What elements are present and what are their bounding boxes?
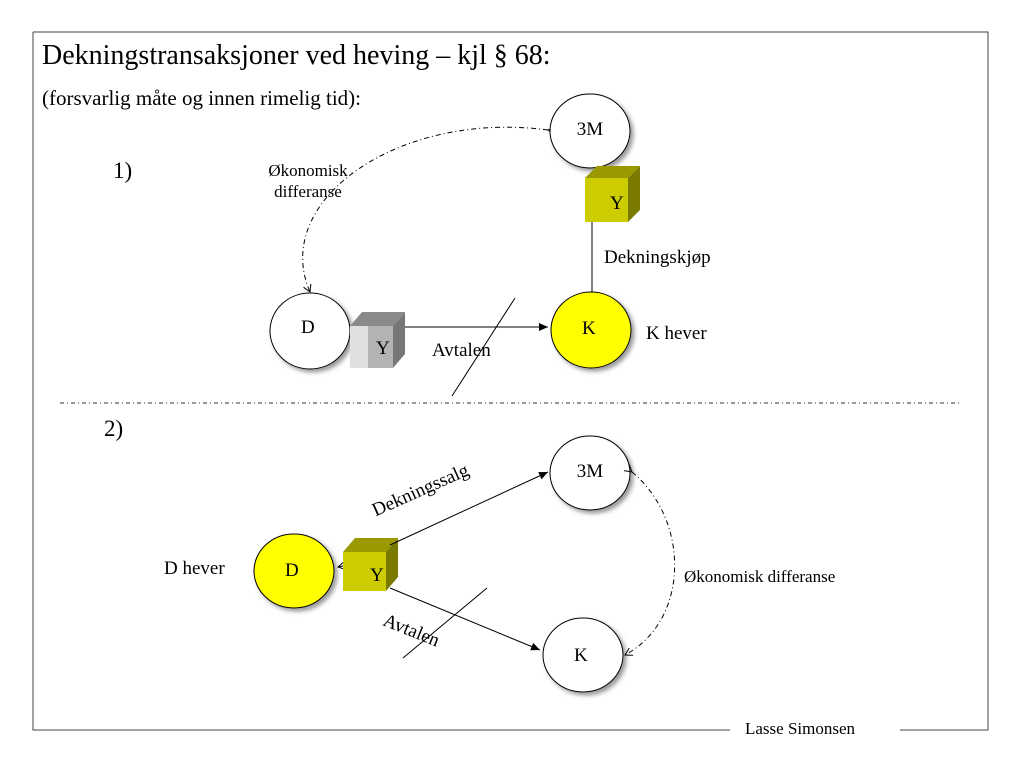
slide-border (32, 31, 989, 731)
s2-status-label: D hever (164, 558, 225, 579)
s1-node-3m (549, 93, 631, 169)
s1-goods-box-grey (350, 312, 405, 368)
s2-node-3m-label: 3M (576, 461, 604, 482)
s1-agreement-label: Avtalen (432, 340, 491, 361)
s1-agreement-strike (451, 297, 516, 397)
s1-status-label: K hever (646, 323, 707, 344)
s1-node-k-label: K (582, 318, 596, 339)
s1-node-k (550, 291, 632, 369)
s1-economic-difference-line2: differanse (274, 182, 342, 201)
slide-subtitle: (forsvarlig måte og innen rimelig tid): (42, 86, 361, 110)
s1-number: 1) (113, 158, 133, 183)
s2-goods-box (343, 538, 398, 591)
slide-title: Dekningstransaksjoner ved heving – kjl §… (42, 40, 551, 71)
s2-number: 2) (104, 416, 124, 441)
s1-goods-label-3m: Y (610, 193, 624, 214)
s1-node-3m-label: 3M (576, 119, 604, 140)
s2-agreement-arrow (389, 587, 541, 651)
s1-economic-difference-label: Økonomisk differanse (248, 160, 368, 202)
s1-node-d-label: D (301, 317, 315, 338)
s2-node-k-label: K (574, 645, 588, 666)
s2-agreement-strike (402, 587, 488, 659)
s2-node-d-label: D (285, 560, 299, 581)
s1-economic-difference-line1: Økonomisk (268, 161, 348, 180)
s2-node-d (253, 533, 335, 609)
s1-goods-label-grey: Y (376, 338, 390, 359)
s2-cover-sale-arrow (389, 471, 549, 546)
s1-economic-difference-curve (302, 126, 556, 293)
s1-goods-box-3m (585, 166, 640, 222)
s2-goods-label: Y (370, 565, 384, 586)
s2-economic-difference-label: Økonomisk differanse (684, 567, 836, 586)
s2-economic-difference-curve (623, 464, 676, 656)
footer-author: Lasse Simonsen (745, 719, 856, 738)
s2-node-k (542, 617, 624, 693)
s1-cover-purchase-label: Dekningskjøp (604, 247, 711, 268)
s2-return-arrow (337, 561, 346, 571)
